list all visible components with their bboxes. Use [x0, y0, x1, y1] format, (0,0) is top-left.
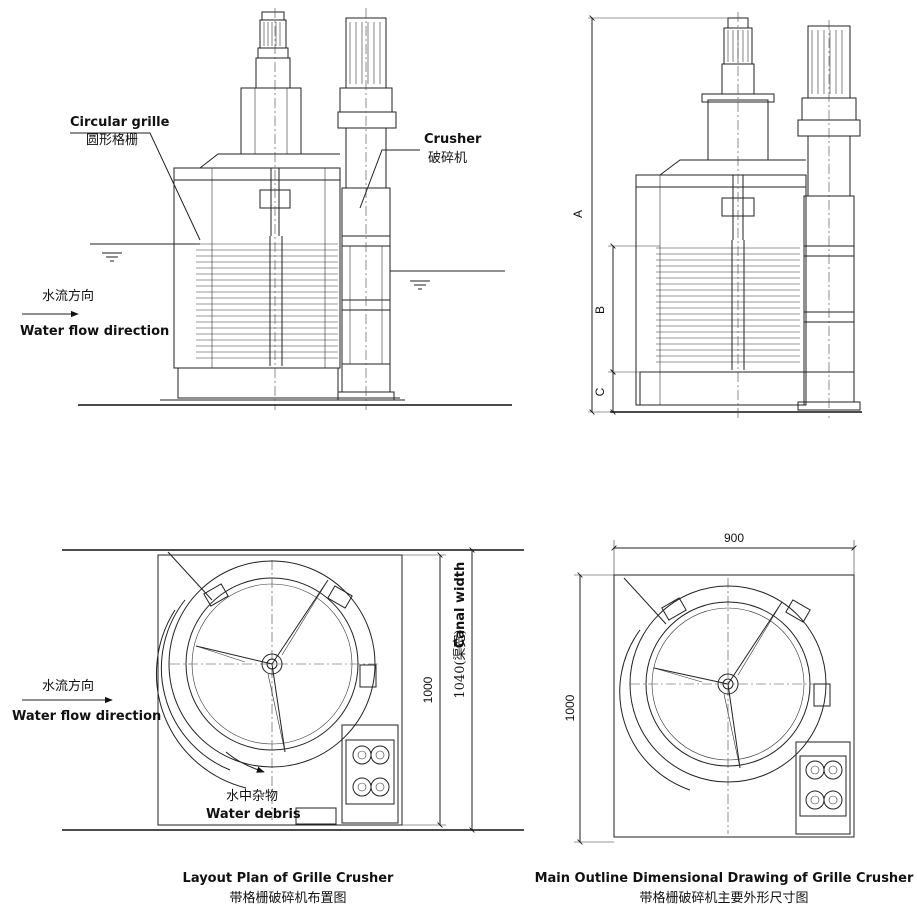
- dimension-1000-label: 1000: [563, 694, 577, 721]
- layout-plan-view: 1000 1040(渠宽) Canal width 水流方向 Water flo…: [12, 547, 524, 906]
- crusher-unit: [341, 724, 399, 824]
- flow-direction-label: Water flow direction: [12, 709, 161, 724]
- water-debris-label-cn: 水中杂物: [226, 789, 278, 804]
- grille-drum: [619, 578, 830, 834]
- canal-width-label: Canal width: [453, 562, 468, 649]
- dimension-a-label: A: [571, 210, 585, 218]
- canal-width-label-cn: 1040(渠宽): [452, 629, 468, 698]
- grille-drive-motor: [240, 8, 302, 410]
- water-debris-label: Water debris: [206, 807, 301, 822]
- dimension-1000-label: 1000: [421, 676, 435, 703]
- layout-plan-title: Layout Plan of Grille Crusher: [183, 871, 395, 886]
- grille-leader-line: [70, 132, 201, 241]
- water-level-symbol: [102, 252, 430, 290]
- crusher-column: [337, 8, 397, 410]
- front-elevation-view: Circular grille 圆形格栅 Crusher 破碎机 水流方向 Wa…: [20, 8, 512, 410]
- outline-plan-view: 900 1000 Main Outline Dimensional Drawin…: [535, 531, 914, 906]
- flow-direction-label: Water flow direction: [20, 324, 169, 339]
- flow-direction-label-cn: 水流方向: [42, 288, 94, 304]
- crusher-column: [797, 20, 861, 418]
- crusher-label: Crusher: [424, 132, 482, 147]
- outline-plan-title-cn: 带格栅破碎机主要外形尺寸图: [639, 890, 808, 906]
- outline-plan-title: Main Outline Dimensional Drawing of Gril…: [535, 871, 914, 886]
- machine-frame: [613, 574, 855, 838]
- dimension-c-label: C: [593, 387, 607, 396]
- scraper-arm: [623, 577, 831, 707]
- grille-housing: [635, 159, 807, 406]
- flow-direction-label-cn: 水流方向: [42, 678, 94, 694]
- scraper-arm: [167, 551, 377, 688]
- grille-bars: [196, 236, 338, 366]
- crusher-leader-line: [359, 149, 420, 209]
- grille-drive-motor: [701, 12, 775, 418]
- dimension-b-label: B: [593, 306, 607, 314]
- debris-arrow: [225, 751, 265, 773]
- dimension-900-label: 900: [724, 531, 744, 545]
- debris-outlet: [295, 807, 337, 825]
- circular-grille-label-cn: 圆形格栅: [86, 132, 138, 148]
- crusher-label-cn: 破碎机: [428, 151, 467, 166]
- grille-bars: [656, 240, 800, 370]
- dimension-lines: [588, 15, 730, 415]
- circular-grille-label: Circular grille: [70, 115, 170, 130]
- dimensioned-elevation-view: A B C: [571, 12, 862, 418]
- layout-plan-title-cn: 带格栅破碎机布置图: [229, 890, 346, 906]
- crusher-unit: [795, 741, 851, 835]
- grille-drum: [156, 560, 380, 820]
